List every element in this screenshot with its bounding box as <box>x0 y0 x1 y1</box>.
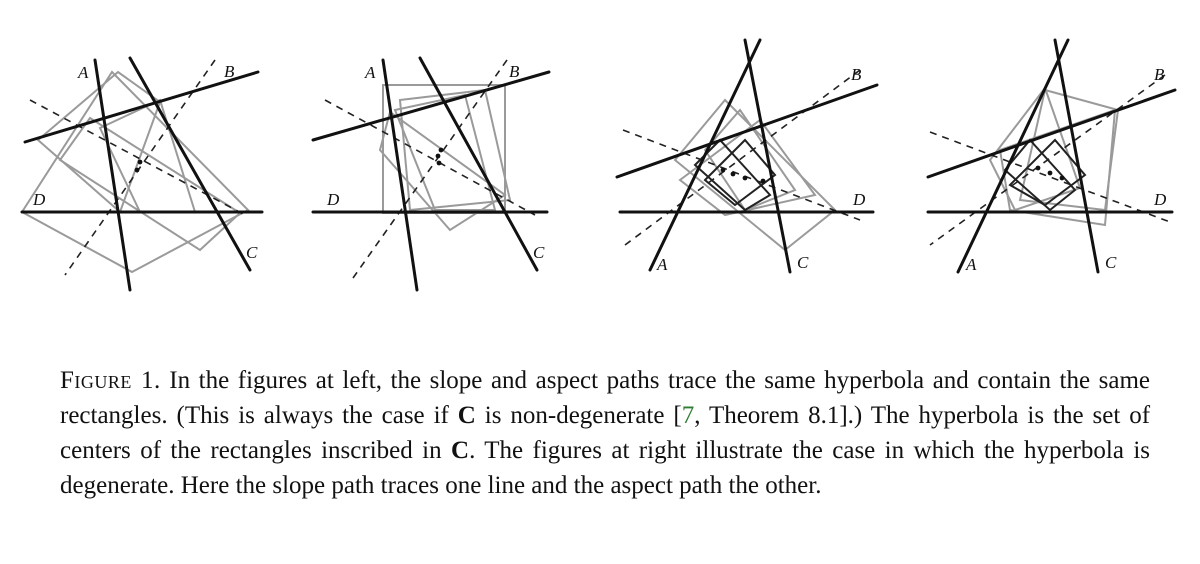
symbol-C: C <box>451 437 470 464</box>
dashed-line-1 <box>622 129 861 221</box>
inscribed-rectangles <box>988 85 1120 227</box>
dashed-line-2 <box>64 59 216 276</box>
line-C <box>1053 38 1100 274</box>
label-A: A <box>656 255 668 274</box>
symbol-C: C <box>457 402 476 429</box>
figure-panel-2: A B C D <box>311 56 551 292</box>
label-D: D <box>32 190 46 209</box>
label-C: C <box>246 243 258 262</box>
center-dot <box>1035 165 1041 171</box>
center-dot <box>730 171 736 177</box>
line-B <box>23 70 260 144</box>
center-dot <box>435 153 441 159</box>
line-C <box>743 38 792 274</box>
label-D: D <box>326 190 340 209</box>
figure-caption: Figure 1. In the figures at left, the sl… <box>60 363 1150 503</box>
dark-rectangles <box>693 138 777 212</box>
dashed-line-2 <box>624 69 861 246</box>
label-B: B <box>1154 65 1165 84</box>
center-dot <box>436 160 442 166</box>
dashed-line-2 <box>929 74 1166 246</box>
label-D: D <box>1153 190 1167 209</box>
label-B: B <box>224 62 235 81</box>
label-A: A <box>77 63 89 82</box>
figure-panel-1: A B C D <box>20 56 264 292</box>
center-dot <box>742 175 748 181</box>
line-C <box>128 56 252 272</box>
dashed-line-2 <box>352 59 508 279</box>
center-dot <box>1059 175 1065 181</box>
line-B <box>926 88 1177 179</box>
line-C <box>418 56 539 272</box>
line-A <box>381 58 419 292</box>
center-dot <box>438 147 444 153</box>
figure-panel-3: A B C D <box>615 38 879 274</box>
label-B: B <box>851 65 862 84</box>
inscribed-rectangles <box>378 84 512 232</box>
line-A <box>956 38 1070 274</box>
label-A: A <box>364 63 376 82</box>
center-dot <box>134 167 140 173</box>
inscribed-rectangles <box>20 70 250 274</box>
label-D: D <box>852 190 866 209</box>
inscribed-rectangles <box>673 98 837 252</box>
dark-rectangles <box>1003 138 1087 212</box>
figure-label: Figure 1. <box>60 367 161 394</box>
line-B <box>311 70 551 142</box>
label-C: C <box>797 253 809 272</box>
label-C: C <box>1105 253 1117 272</box>
label-A: A <box>965 255 977 274</box>
citation-link[interactable]: 7 <box>681 402 695 429</box>
label-B: B <box>509 62 520 81</box>
label-C: C <box>533 243 545 262</box>
caption-text: , Theorem 8.1].) The hyperbola is the se… <box>60 402 1151 464</box>
figure-panel-4: A B C D <box>926 38 1177 274</box>
dashed-line-1 <box>929 131 1171 223</box>
caption-text: In the figures at left, the slope and as… <box>60 367 1150 429</box>
center-dot <box>1047 170 1053 176</box>
line-B <box>615 83 879 179</box>
center-dot <box>720 167 726 173</box>
center-dot <box>760 178 766 184</box>
line-A <box>648 38 762 272</box>
caption-text: . The figures at right illustrate the ca… <box>60 437 1150 499</box>
figure-panels: A B C D A B C D <box>20 38 1177 292</box>
center-dot <box>137 159 143 165</box>
dashed-line-1 <box>324 99 536 216</box>
caption-text: is non-degenerate [ <box>475 402 682 429</box>
dashed-line-1 <box>29 99 246 216</box>
line-A <box>93 58 132 292</box>
